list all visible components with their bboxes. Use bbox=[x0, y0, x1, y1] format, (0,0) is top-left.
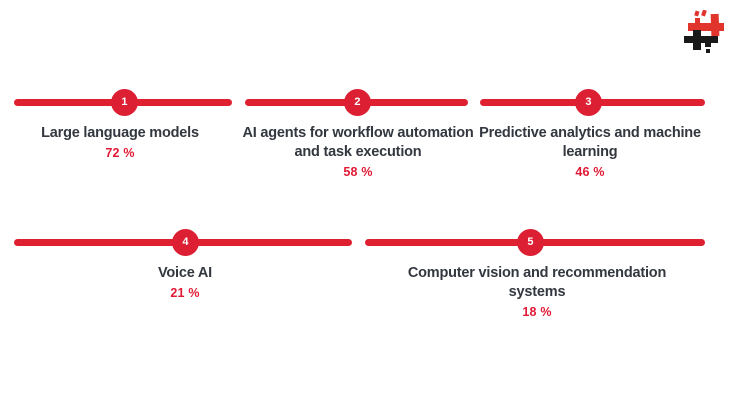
timeline-percent-3: 46 % bbox=[575, 165, 605, 179]
brand-logo-icon bbox=[684, 9, 724, 53]
brand-logo bbox=[682, 9, 726, 56]
timeline-percent-5: 18 % bbox=[522, 305, 552, 319]
timeline-percent-2: 58 % bbox=[343, 165, 373, 179]
timeline-labelbox-2: AI agents for workflow automation and ta… bbox=[234, 124, 482, 179]
timeline-marker-3[interactable]: 3 bbox=[575, 89, 602, 116]
timeline-percent-1: 72 % bbox=[105, 146, 135, 160]
timeline-marker-2[interactable]: 2 bbox=[344, 89, 371, 116]
timeline-marker-4[interactable]: 4 bbox=[172, 229, 199, 256]
timeline-label-3: Predictive analytics and machine learnin… bbox=[479, 125, 701, 160]
timeline-percent-4: 21 % bbox=[170, 286, 200, 300]
timeline-labelbox-1: Large language models 72 % bbox=[0, 124, 240, 160]
timeline-labelbox-5: Computer vision and recommendation syste… bbox=[380, 264, 694, 319]
timeline-marker-5[interactable]: 5 bbox=[517, 229, 544, 256]
timeline-labelbox-4: Voice AI 21 % bbox=[65, 264, 305, 300]
timeline-marker-1[interactable]: 1 bbox=[111, 89, 138, 116]
timeline-label-4: Voice AI bbox=[158, 265, 212, 281]
timeline-label-1: Large language models bbox=[41, 125, 199, 141]
timeline-label-2: AI agents for workflow automation and ta… bbox=[242, 125, 474, 160]
timeline-labelbox-3: Predictive analytics and machine learnin… bbox=[459, 124, 721, 179]
timeline-label-5: Computer vision and recommendation syste… bbox=[407, 265, 667, 300]
